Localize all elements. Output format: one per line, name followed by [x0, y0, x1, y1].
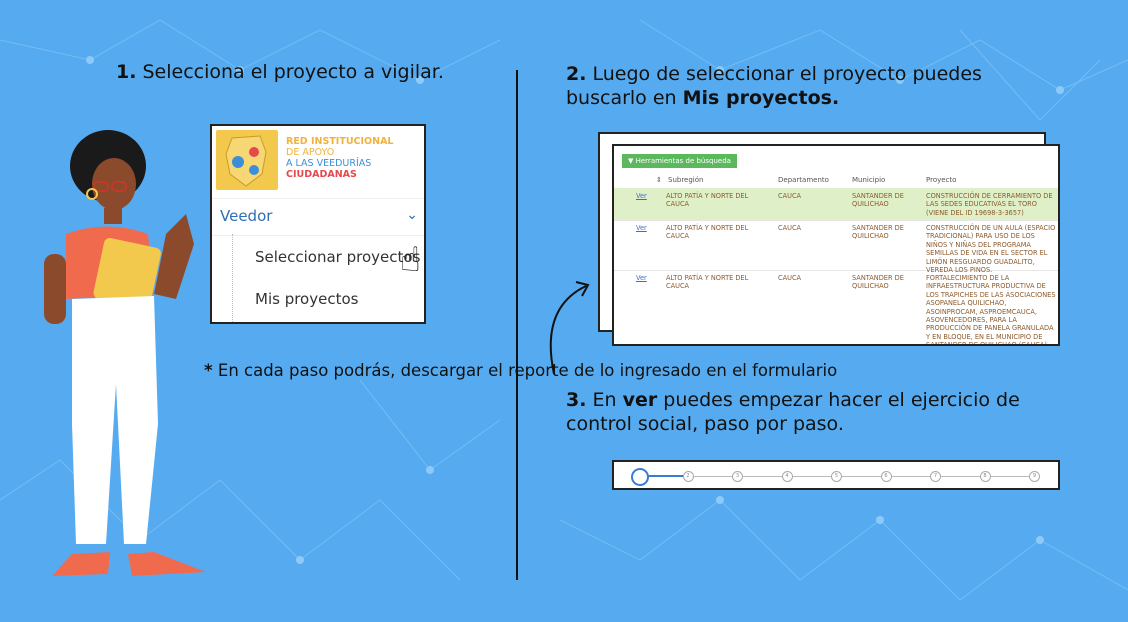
step-3-number: 3.: [566, 389, 587, 411]
projects-table-panel: ▼ Herramientas de búsqueda ⇕ Subregión D…: [612, 144, 1060, 346]
step-3-bold: ver: [622, 389, 658, 411]
ver-link[interactable]: Ver: [636, 274, 647, 282]
ver-link[interactable]: Ver: [636, 224, 647, 232]
stepper-step-2[interactable]: 2: [682, 471, 694, 482]
stepper-connector: [743, 476, 787, 477]
ver-link[interactable]: Ver: [636, 192, 647, 200]
cell-proyecto: CONSTRUCCIÓN DE CERRAMIENTO DE LAS SEDES…: [926, 192, 1053, 217]
stepper-step-9[interactable]: 9: [1029, 471, 1040, 482]
chevron-down-icon: ⌄: [406, 207, 418, 223]
stepper-connector: [891, 476, 935, 477]
cell-municipio: SANTANDER DE QUILICHAO: [852, 274, 904, 291]
table-row: Ver ALTO PATÍA Y NORTE DEL CAUCA CAUCA S…: [614, 220, 1058, 275]
step-3-text-a: En: [592, 389, 617, 411]
cell-subregion: ALTO PATÍA Y NORTE DEL CAUCA: [666, 224, 749, 241]
cell-departamento: CAUCA: [778, 274, 802, 282]
step-2-bold: Mis proyectos.: [682, 87, 840, 109]
stepper-connector: [693, 476, 737, 477]
step-1-text: Selecciona el proyecto a vigilar.: [142, 61, 444, 83]
cell-proyecto: FORTALECIMIENTO DE LA INFRAESTRUCTURA PR…: [926, 274, 1056, 346]
logo-line-4: CIUDADANAS: [286, 169, 357, 180]
veedurias-logo: RED INSTITUCIONAL DE APOYO A LAS VEEDURÍ…: [212, 126, 398, 194]
curved-arrow-icon: [549, 281, 590, 375]
stepper-step-1[interactable]: [631, 468, 649, 486]
download-note: * En cada paso podrás, descargar el repo…: [204, 360, 837, 382]
progress-stepper: 2 3 4 5 6 7 8 9: [612, 460, 1060, 490]
step-2-text: Luego de seleccionar el proyecto puedes …: [566, 63, 982, 109]
col-departamento[interactable]: Departamento: [778, 176, 829, 184]
col-proyecto[interactable]: Proyecto: [926, 176, 957, 184]
stepper-step-6[interactable]: 6: [880, 471, 892, 482]
stepper-connector: [941, 476, 985, 477]
cell-municipio: SANTANDER DE QUILICHAO: [852, 224, 904, 241]
logo-line-1: RED INSTITUCIONAL: [286, 136, 394, 147]
stepper-connector: [644, 475, 688, 477]
cell-subregion: ALTO PATÍA Y NORTE DEL CAUCA: [666, 192, 749, 209]
logo-line-3: A LAS VEEDURÍAS: [286, 158, 372, 169]
step-2-heading: 2. Luego de seleccionar el proyecto pued…: [566, 62, 986, 110]
table-header: ⇕ Subregión Departamento Municipio Proye…: [614, 172, 1058, 189]
search-tools-label: Herramientas de búsqueda: [635, 157, 731, 165]
colombia-map-logo-icon: [216, 130, 278, 190]
search-tools-button[interactable]: ▼ Herramientas de búsqueda: [622, 154, 737, 168]
logo-line-2: DE APOYO: [286, 147, 335, 158]
menu-veedor-label: Veedor: [220, 207, 273, 225]
vertical-divider: [516, 70, 518, 580]
menu-submenu: Seleccionar proyectos Mis proyectos: [232, 234, 424, 322]
stepper-step-5[interactable]: 5: [831, 471, 842, 482]
table-row: Ver ALTO PATÍA Y NORTE DEL CAUCA CAUCA S…: [614, 270, 1058, 346]
step-3-text-b: puedes empezar hacer el ejercicio de con…: [566, 389, 1020, 435]
menu-veedor-toggle[interactable]: Veedor ⌄: [212, 198, 424, 236]
stepper-step-8[interactable]: 8: [979, 471, 991, 482]
cell-departamento: CAUCA: [778, 224, 802, 232]
cell-subregion: ALTO PATÍA Y NORTE DEL CAUCA: [666, 274, 749, 291]
stepper-connector: [792, 476, 836, 477]
menu-item-seleccionar-proyectos[interactable]: Seleccionar proyectos: [255, 248, 421, 266]
note-star: *: [204, 361, 213, 380]
sort-icon: ⇕: [656, 176, 662, 184]
stepper-step-3[interactable]: 3: [732, 471, 743, 482]
stepper-connector: [842, 476, 886, 477]
col-subregion[interactable]: Subregión: [668, 176, 704, 184]
step-1-heading: 1. Selecciona el proyecto a vigilar.: [116, 60, 444, 84]
woman-illustration: [44, 130, 206, 576]
stepper-step-4[interactable]: 4: [781, 471, 793, 482]
stepper-connector: [990, 476, 1034, 477]
stepper-step-7[interactable]: 7: [930, 471, 941, 482]
col-municipio[interactable]: Municipio: [852, 176, 886, 184]
step-1-number: 1.: [116, 61, 137, 83]
cell-departamento: CAUCA: [778, 192, 802, 200]
note-text: En cada paso podrás, descargar el report…: [217, 361, 838, 380]
table-row: Ver ALTO PATÍA Y NORTE DEL CAUCA CAUCA S…: [614, 188, 1058, 221]
cell-municipio: SANTANDER DE QUILICHAO: [852, 192, 904, 209]
menu-item-mis-proyectos[interactable]: Mis proyectos: [255, 290, 359, 308]
pointer-hand-icon: ☝: [400, 240, 421, 280]
menu-panel: RED INSTITUCIONAL DE APOYO A LAS VEEDURÍ…: [210, 124, 426, 324]
step-3-heading: 3. En ver puedes empezar hacer el ejerci…: [566, 388, 1046, 436]
step-2-number: 2.: [566, 63, 587, 85]
cell-proyecto: CONSTRUCCIÓN DE UN AULA (ESPACIO TRADICI…: [926, 224, 1056, 275]
